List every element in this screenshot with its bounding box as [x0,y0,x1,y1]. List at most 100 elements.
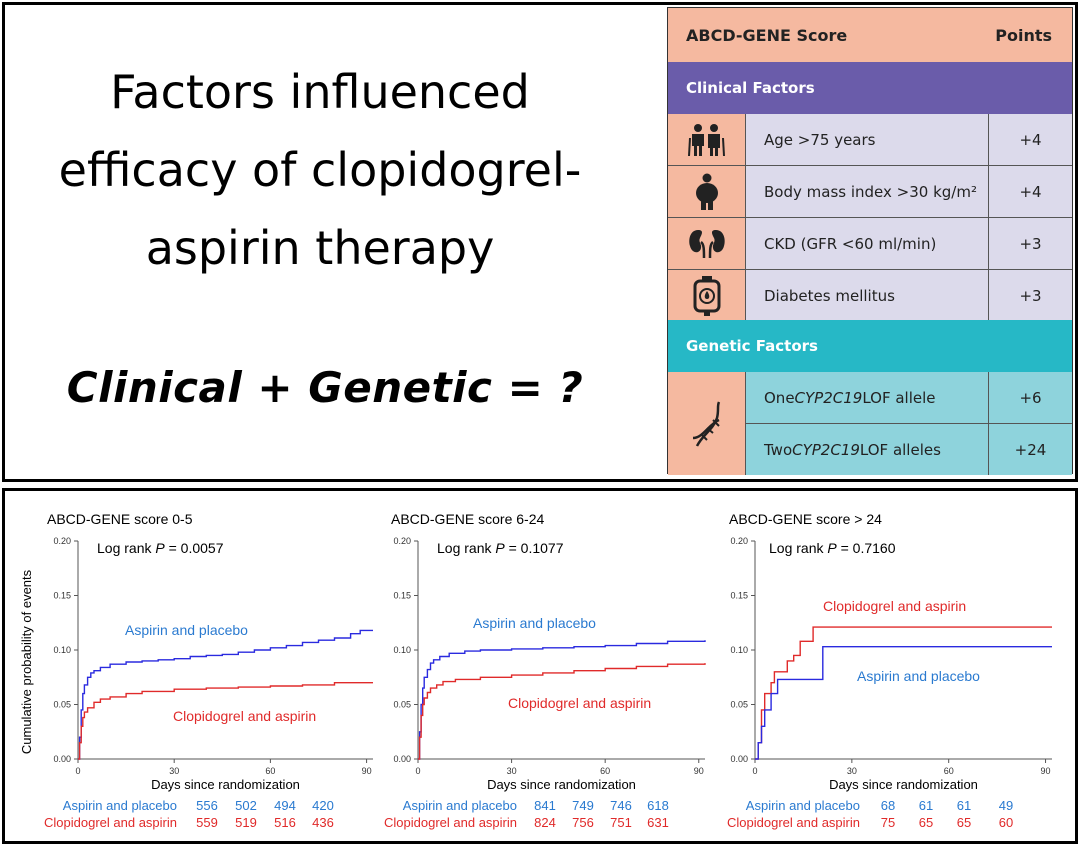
x-tick-label: 0 [75,766,80,776]
obese-person-icon [668,166,746,218]
risk-table-value: 556 [196,798,218,813]
km-curve-aspirin-and-placebo [755,646,1052,760]
row-two-lof-alleles: Two CYP2C19 LOF alleles +24 [668,424,1072,475]
row-bmi-points: +4 [989,166,1072,218]
chart-title: ABCD-GENE score > 24 [729,511,882,527]
km-curve-clopidogrel-and-aspirin [78,682,373,760]
risk-table-value: 61 [919,798,933,813]
x-tick-label: 30 [507,766,517,776]
log-rank-annotation: Log rank P = 0.7160 [769,540,896,556]
x-tick-label: 0 [415,766,420,776]
risk-table-value: 436 [312,815,334,830]
x-tick-label: 90 [1041,766,1051,776]
y-tick-label: 0.00 [393,754,411,764]
y-tick-label: 0.15 [53,591,71,601]
abcd-gene-score-table: ABCD-GENE Score Points Clinical Factors … [667,7,1073,475]
series-label: Aspirin and placebo [125,622,248,638]
risk-table-value: 516 [274,815,296,830]
row-age-points: +4 [989,114,1072,166]
risk-table-row-label: Aspirin and placebo [403,798,517,813]
row-bmi-label: Body mass index >30 kg/m² [746,166,989,218]
row-age-label: Age >75 years [746,114,989,166]
row-ckd-label: CKD (GFR <60 ml/min) [746,218,989,270]
chart-title: ABCD-GENE score 6-24 [391,511,544,527]
y-tick-label: 0.20 [53,536,71,546]
kidneys-icon [668,218,746,270]
y-tick-label: 0.20 [730,536,748,546]
risk-table-value: 756 [572,815,594,830]
tagline: Clinical + Genetic = ? [66,363,584,412]
risk-table-value: 494 [274,798,296,813]
risk-table-value: 61 [957,798,971,813]
x-axis-label: Days since randomization [151,777,300,792]
risk-table-value: 841 [534,798,556,813]
y-tick-label: 0.10 [53,645,71,655]
row-age: Age >75 years +4 [668,114,1072,166]
row-two-lof-pre: Two [764,440,793,459]
risk-table-row-label: Aspirin and placebo [746,798,860,813]
log-rank-annotation: Log rank P = 0.1077 [437,540,564,556]
row-two-lof-points: +24 [989,424,1072,475]
series-label: Clopidogrel and aspirin [823,598,966,614]
x-tick-label: 0 [752,766,757,776]
risk-table-value: 749 [572,798,594,813]
row-bmi: Body mass index >30 kg/m² +4 [668,166,1072,218]
y-tick-label: 0.05 [730,700,748,710]
genetic-factors-header: Genetic Factors [668,320,1072,372]
y-tick-label: 0.15 [393,591,411,601]
row-ckd-points: +3 [989,218,1072,270]
chart-title: ABCD-GENE score 0-5 [47,511,193,527]
y-tick-label: 0.05 [53,700,71,710]
row-one-lof-pre: One [764,388,795,407]
x-tick-label: 60 [944,766,954,776]
elderly-couple-icon [668,114,746,166]
risk-table-row-label: Clopidogrel and aspirin [384,815,517,830]
km-curve-aspirin-and-placebo [78,629,373,760]
headline-line-3: aspirin therapy [145,221,495,275]
glucose-meter-icon [668,270,746,322]
km-chart-3: ABCD-GENE score > 24 Log rank P = 0.7160 0… [727,511,1052,830]
risk-table-value: 65 [957,815,971,830]
y-tick-label: 0.10 [730,645,748,655]
row-two-lof-label: Two CYP2C19 LOF alleles [746,424,989,475]
row-one-lof-allele: One CYP2C19 LOF allele +6 [668,372,1072,424]
risk-table-value: 49 [999,798,1013,813]
headline-line-2: efficacy of clopidogrel- [58,143,582,197]
row-one-lof-post: LOF allele [862,388,936,407]
row-ckd: CKD (GFR <60 ml/min) +3 [668,218,1072,270]
risk-table-row-label: Aspirin and placebo [63,798,177,813]
x-tick-label: 30 [169,766,179,776]
row-diabetes-points: +3 [989,270,1072,322]
risk-table-value: 75 [881,815,895,830]
y-tick-label: 0.00 [53,754,71,764]
series-label: Aspirin and placebo [857,668,980,684]
row-two-lof-post: LOF alleles [859,440,941,459]
x-tick-label: 30 [847,766,857,776]
risk-table-value: 631 [647,815,669,830]
score-table-header: ABCD-GENE Score Points [668,8,1072,62]
risk-table-value: 519 [235,815,257,830]
row-two-lof-gene: CYP2C19 [792,440,860,459]
km-curve-aspirin-and-placebo [418,640,706,760]
risk-table-value: 618 [647,798,669,813]
series-label: Clopidogrel and aspirin [508,695,651,711]
x-tick-label: 90 [694,766,704,776]
row-one-lof-gene: CYP2C19 [794,388,863,407]
row-diabetes: Diabetes mellitus +3 [668,270,1072,322]
risk-table-value: 420 [312,798,334,813]
risk-table-value: 751 [610,815,632,830]
row-one-lof-points: +6 [989,372,1072,424]
dna-icon [668,372,746,475]
row-one-lof-label: One CYP2C19 LOF allele [746,372,989,424]
y-tick-label: 0.00 [730,754,748,764]
risk-table-value: 60 [999,815,1013,830]
y-axis-label: Cumulative probability of events [19,569,34,754]
y-tick-label: 0.05 [393,700,411,710]
series-label: Clopidogrel and aspirin [173,708,316,724]
risk-table-value: 746 [610,798,632,813]
clinical-factors-header: Clinical Factors [668,62,1072,114]
risk-table-row-label: Clopidogrel and aspirin [727,815,860,830]
risk-table-row-label: Clopidogrel and aspirin [44,815,177,830]
